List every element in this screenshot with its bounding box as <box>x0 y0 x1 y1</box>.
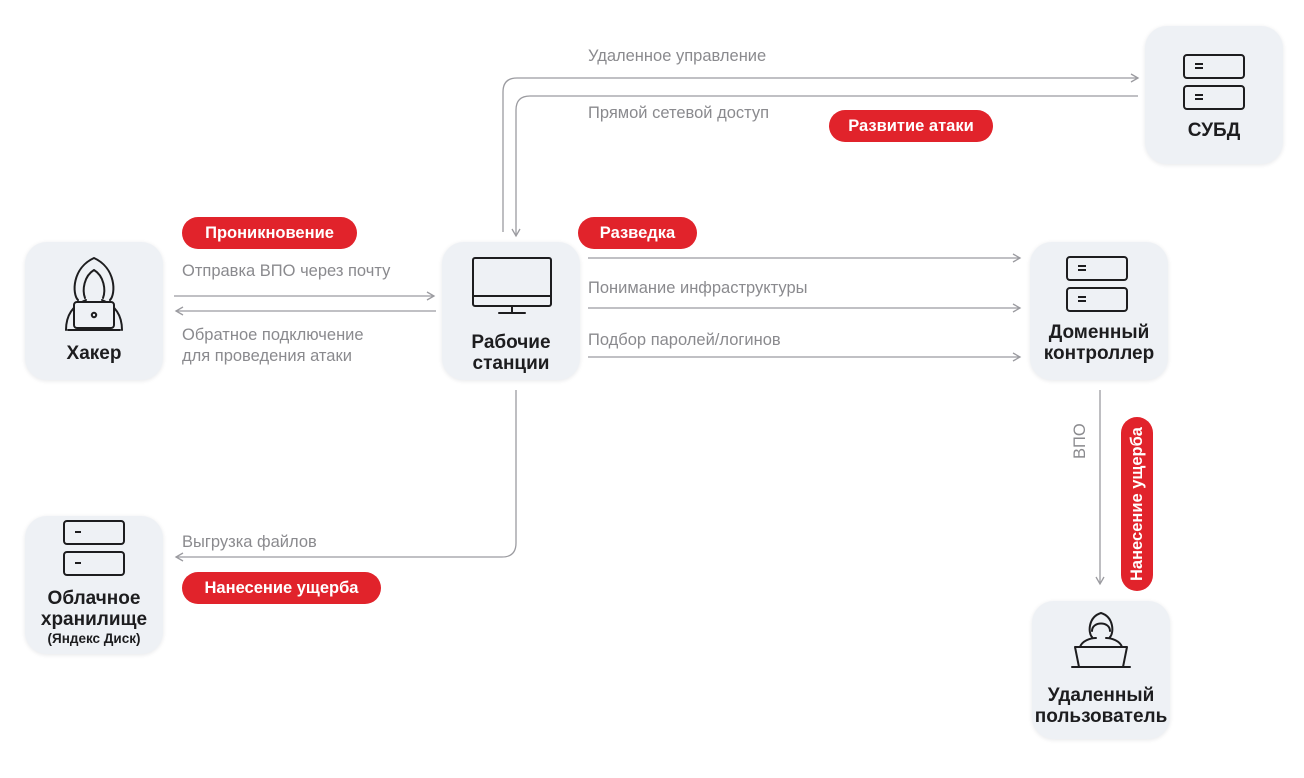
workstations-label: Рабочие станции <box>471 332 551 374</box>
edge-label-passwords: Подбор паролей/логинов <box>588 331 781 349</box>
hacker-label: Хакер <box>66 343 122 364</box>
edge-label-send-malware: Отправка ВПО через почту <box>182 262 391 280</box>
stage-badge-damage-user: Нанесение ущерба <box>1121 417 1153 591</box>
node-dbms[interactable]: СУБД <box>1145 26 1283 164</box>
arrow-direct-access <box>511 95 1138 238</box>
hacker-icon <box>65 257 123 331</box>
node-workstations[interactable]: Рабочие станции <box>442 242 580 380</box>
arrow-file-upload <box>174 390 517 562</box>
arrow-remote-control <box>502 73 1140 232</box>
domain-controller-label: Доменный контроллер <box>1043 322 1155 364</box>
server-icon <box>1066 256 1128 312</box>
edge-label-reverse-connection: Обратное подключение для проведения атак… <box>182 326 364 365</box>
node-cloud-storage[interactable]: Облачное хранилище (Яндекс Диск) <box>25 516 163 654</box>
stage-badge-attack-development: Развитие атаки <box>829 110 993 142</box>
server-icon <box>1183 54 1245 110</box>
server-icon <box>63 520 125 576</box>
edge-label-infra: Понимание инфраструктуры <box>588 279 808 297</box>
stage-badge-penetration: Проникновение <box>182 217 357 249</box>
node-domain-controller[interactable]: Доменный контроллер <box>1030 242 1168 380</box>
node-remote-user[interactable]: Удаленный пользователь <box>1032 601 1170 739</box>
remote-user-label: Удаленный пользователь <box>1034 685 1168 727</box>
edge-label-file-upload: Выгрузка файлов <box>182 533 317 551</box>
edge-label-malware-vertical: ВПО <box>1071 423 1089 459</box>
node-hacker[interactable]: Хакер <box>25 242 163 380</box>
stage-badge-recon: Разведка <box>578 217 697 249</box>
edge-label-direct-access: Прямой сетевой доступ <box>588 104 770 122</box>
dbms-label: СУБД <box>1187 120 1241 141</box>
monitor-icon <box>472 257 552 314</box>
edge-label-remote-control: Удаленное управление <box>588 47 767 65</box>
user-laptop-icon <box>1071 612 1131 668</box>
cloud-storage-label: Облачное хранилище (Яндекс Диск) <box>40 588 148 646</box>
stage-badge-damage-cloud: Нанесение ущерба <box>182 572 381 604</box>
